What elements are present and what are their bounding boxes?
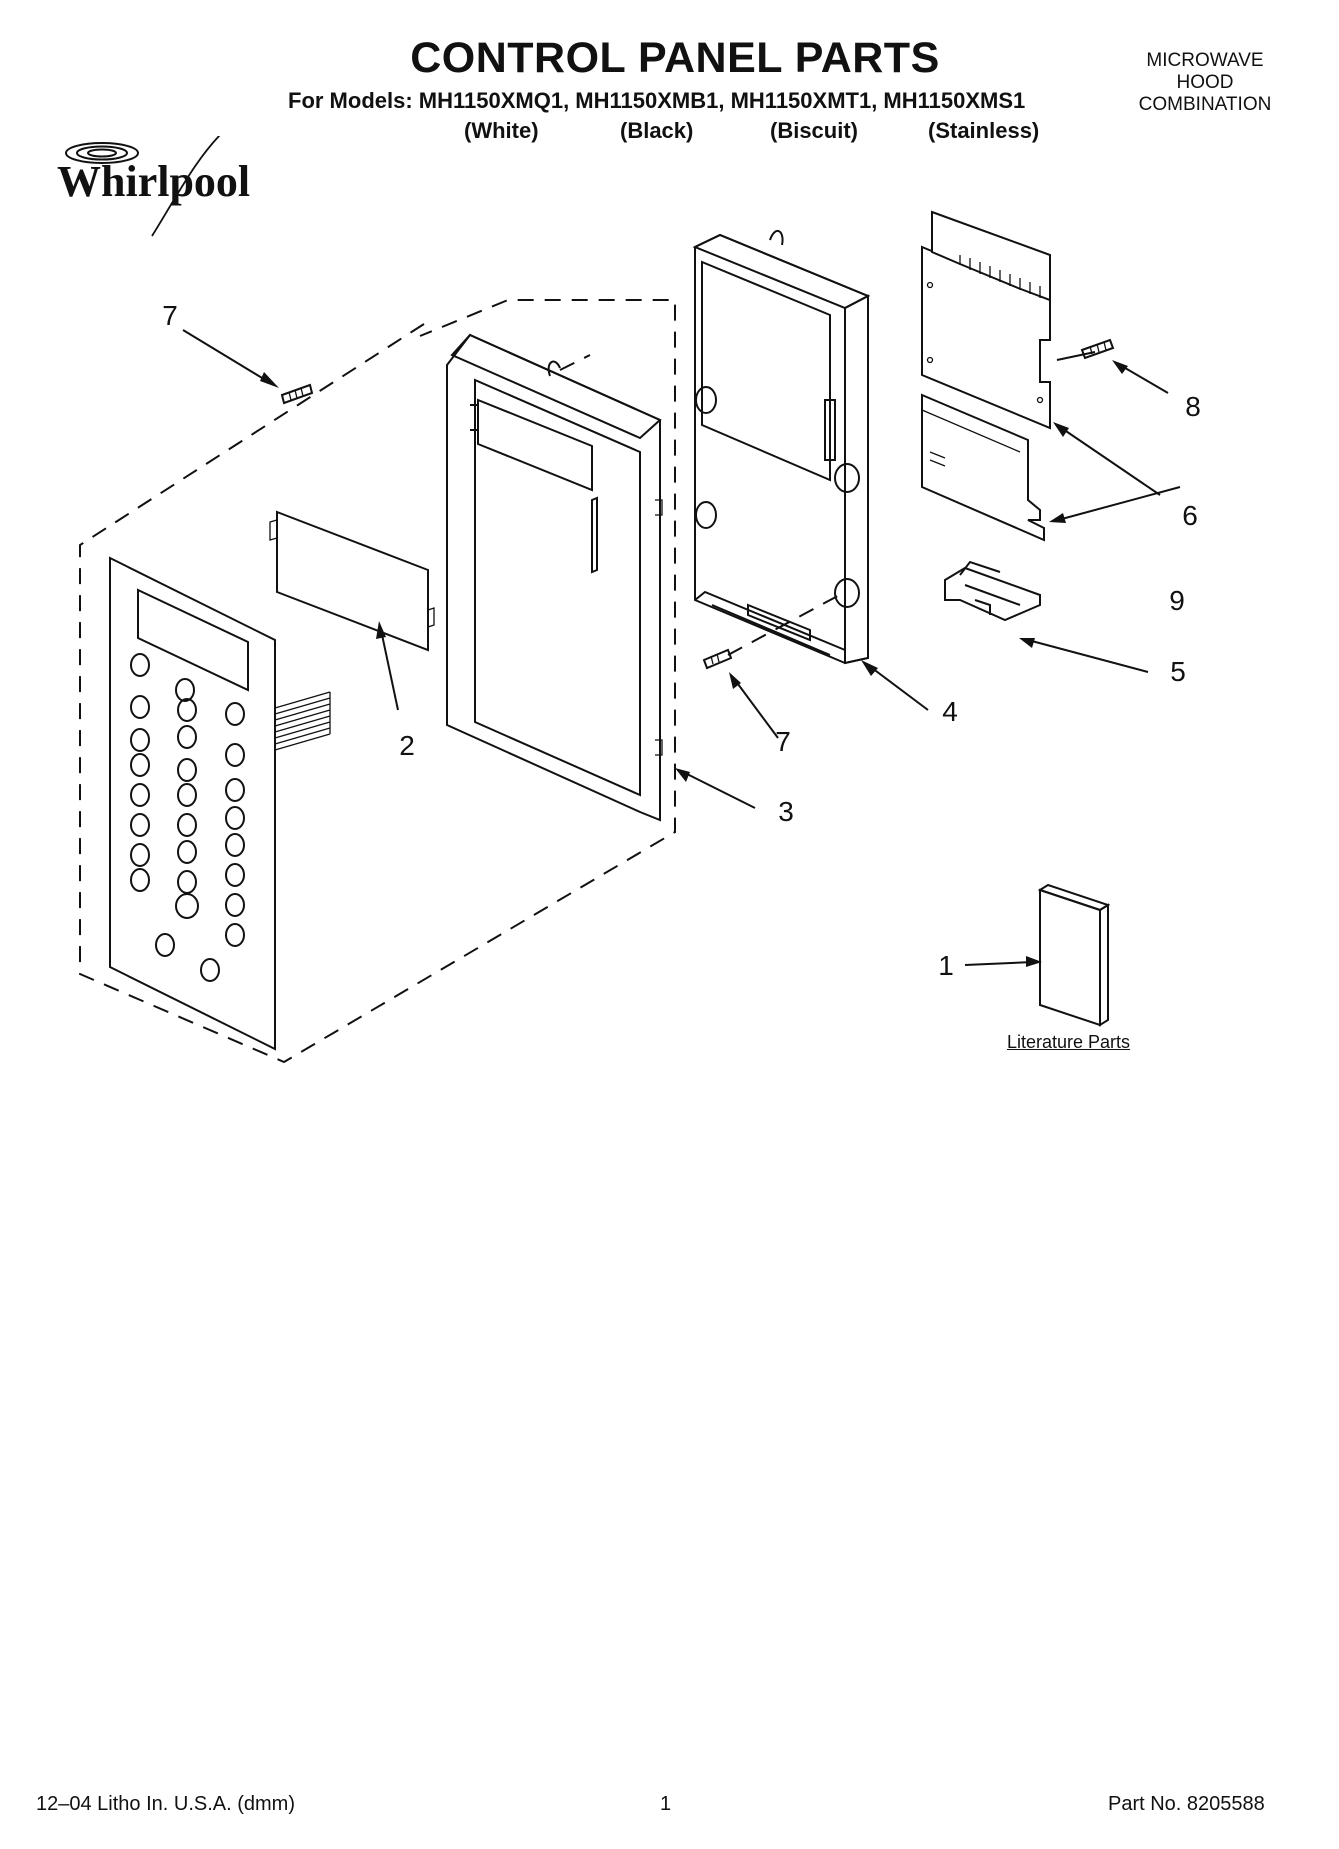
product-line-3: COMBINATION: [1138, 94, 1272, 115]
callout-1: 1: [938, 950, 954, 981]
page-number: 1: [660, 1793, 672, 1815]
color-label-black: (Black): [620, 118, 694, 143]
product-type: MICROWAVE HOOD COMBINATION: [1110, 50, 1300, 116]
print-info: 12–04 Litho In. U.S.A. (dmm): [36, 1793, 296, 1815]
callout-5: 5: [1170, 656, 1186, 687]
board-insulator: [921, 393, 1045, 542]
color-label-white: (White): [464, 118, 539, 143]
callout-4: 4: [942, 696, 958, 727]
bracket-clip: [944, 560, 1041, 622]
product-line-2: HOOD: [1176, 72, 1234, 93]
mounting-housing: [692, 230, 871, 665]
keypad-membrane: [109, 556, 331, 1051]
callout-8: 8: [1185, 391, 1201, 422]
part-number: Part No. 8205588: [1108, 1793, 1265, 1815]
page-title: CONTROL PANEL PARTS: [410, 34, 940, 82]
literature-booklet: [1037, 883, 1111, 1027]
display-window: [269, 510, 435, 652]
whirlpool-logo-mark: Whirlpool: [57, 127, 250, 237]
literature-parts-label: Literature Parts: [1007, 1032, 1131, 1052]
control-panel-frame: [446, 333, 663, 822]
color-label-stainless: (Stainless): [928, 118, 1040, 143]
leader-arrows: [182, 329, 1181, 967]
brand-wordmark: Whirlpool: [57, 157, 250, 206]
callout-7-right: 7: [775, 726, 791, 757]
whirlpool-logo: Whirlpool: [52, 127, 272, 251]
callout-2: 2: [399, 730, 415, 761]
screw-part-7-left: [280, 383, 314, 405]
color-label-biscuit: (Biscuit): [770, 118, 858, 143]
callout-7-left: 7: [162, 300, 178, 331]
callout-3: 3: [778, 796, 794, 827]
callout-6: 6: [1182, 500, 1198, 531]
model-list: For Models: MH1150XMQ1, MH1150XMB1, MH11…: [288, 88, 1026, 113]
control-board: [921, 210, 1051, 430]
screw-part-8: [1080, 338, 1115, 360]
callout-9: 9: [1169, 585, 1185, 616]
screw-part-7-right: [702, 648, 733, 670]
product-line-1: MICROWAVE: [1146, 50, 1264, 71]
